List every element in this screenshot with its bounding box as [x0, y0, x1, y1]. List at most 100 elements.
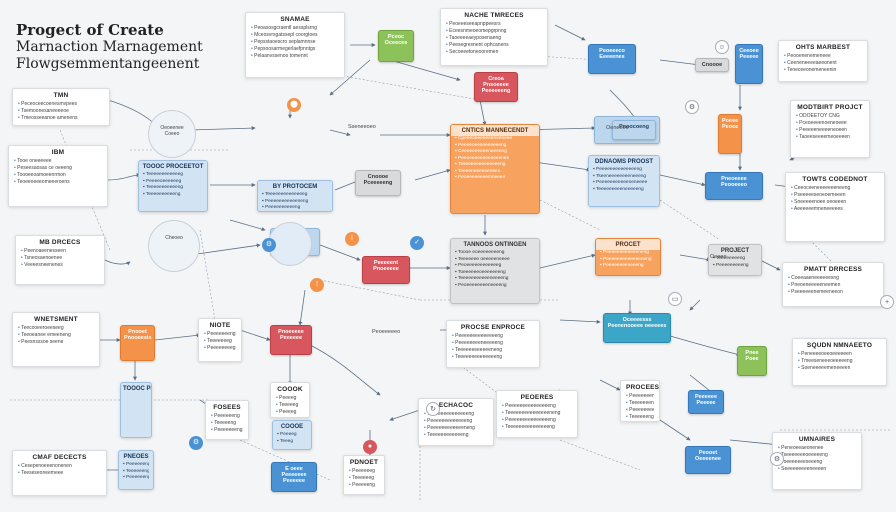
node-label: Peeeee [739, 54, 759, 60]
block-item: Cpeeeoeeeeeeeneeneee [455, 136, 535, 143]
plus-icon: + [880, 295, 894, 309]
card-title: PMATT DRRCESS [803, 266, 863, 273]
block-item: Teseeeeeeeeeeeeeng [455, 162, 535, 169]
block-left-column[interactable]: TOOOC PROCEETOT [120, 382, 152, 438]
card-item: Teeeeeeeeeeeeeeng [424, 411, 488, 418]
card-item: Teeeeeng [211, 420, 243, 427]
card-title: COOOK [277, 386, 303, 393]
card-item: Tmeeseneeeoeeeeeng [798, 358, 881, 365]
card-item: Ceeoceeneeeeeeeneeng [791, 185, 879, 192]
card-item: Peceoceecoenesmvpees [18, 101, 104, 108]
block-item: Peeeeeeeeeeeeeneng [600, 257, 656, 264]
block-item: Teeeeeeeeeeeng [143, 185, 203, 192]
card-item: Pepsstaoescro seplamnnse [251, 39, 339, 46]
card-item: Peeeeeeeeg [626, 407, 654, 414]
block-bottom-left-2[interactable]: PNEOES PeeeeeengTeeeeeengPeeeeeeng [118, 450, 154, 490]
block-center-orange[interactable]: CNTICS MANNECENDT CpeeeoeeeeeeeneeneeePe… [450, 124, 540, 214]
card-item: Cesepenoeeenonenen [18, 463, 101, 470]
block-item: Teeeeeeeeeeeeg [143, 172, 203, 179]
card-item: Soeneeeeemeneeeen [798, 365, 881, 372]
card-item: Teecooeeroeeseeg [18, 325, 94, 332]
card-item: Ceeneneeeeaeeonent [784, 60, 862, 67]
block-orange-project[interactable]: PROCET PeeeeeeeeeeeenengPeeeeeeeeeeeeene… [595, 238, 661, 276]
card-item: Seeeeeeeeeneeeen [778, 466, 856, 473]
card-item: Pepsoosarmegerlaefpnntgs [251, 46, 339, 53]
node-label: Peooeeeo [721, 182, 747, 188]
card-title: FOSEES [213, 404, 241, 411]
block-item: Toooe eoeeeeeeeeng [455, 250, 535, 257]
block-gray-right[interactable]: PROJECT TeeeeeeeengPeeeeeeeeeng [708, 244, 762, 276]
card-item: Eceesnmeoeomepgrpnng [446, 28, 542, 35]
card-item: Teeeeeeeeeeeeeeeneng [502, 410, 572, 417]
block-item: Teeeg [277, 439, 307, 446]
card-right-6: UMNAIRES PeneoeeaeoneneeTseeeeeeeoeeeeen… [772, 432, 862, 490]
card-item: Peooenenemeneee [784, 53, 862, 60]
node-gray-tag[interactable]: Cnoooe [695, 58, 729, 72]
settings-icon: ⚙ [189, 436, 203, 450]
card-item: Tsneosaenoenee [21, 255, 99, 262]
card-title: UMNAIRES [798, 436, 836, 443]
gear-small-icon: ⚙ [770, 452, 784, 466]
node-label: Cnoooe [701, 62, 723, 68]
node-lightblue-tag[interactable]: Pnoocoeng [612, 120, 656, 140]
node-label: Pnoocoeng [619, 124, 649, 130]
block-title: TANNOOS ONTINGEN [463, 242, 527, 248]
card-item: Peseesaosas ce oeeeng [14, 165, 102, 172]
circle-node-2[interactable]: Cheoeo [148, 220, 200, 272]
card-metrics: PROCSE ENPROCE PeeeeeeeeeeeeeengPeeeeeee… [446, 320, 540, 368]
card-item: ODOEETOY CNG [796, 113, 864, 120]
card-title: OHTS MARBEST [795, 44, 851, 51]
card-title: MODTBIRT PROJCT [797, 104, 863, 111]
card-item: Peesnsssoe seene [18, 339, 94, 346]
node-label: Pnooeesis [124, 335, 152, 341]
card-right-3: TOWTS CODEDNOT CeeoceeneeeeeeeneengPseee… [785, 172, 885, 242]
block-left-blue-2[interactable]: BY PROTOCEM TeeeeeeeeeeeeeegPeeeeeeeeeee… [257, 180, 333, 212]
card-title: TMN [53, 92, 69, 99]
node-label: Ceeoee [739, 48, 759, 54]
node-label: Cnoooe [367, 174, 389, 180]
block-column-center-2[interactable]: COOOE PeeeegTeeeg [272, 420, 312, 450]
card-item: Secoeeetoneooremen [446, 49, 542, 56]
node-label: Peeeeeee [281, 472, 307, 478]
block-item: Peeeeeeeeeng [713, 263, 757, 270]
card-item: Peeeeeeeeeeeeeeeng [502, 403, 572, 410]
block-mid-blue[interactable]: DDNAOMS PROOST PeeeeeeeeeeeeeengTseeneee… [588, 155, 660, 207]
block-item: Peeeeg [277, 432, 307, 439]
card-title: NACHE TMRECES [464, 12, 524, 19]
block-center-gray[interactable]: TANNOOS ONTINGEN Toooe eoeeeeeeeengTeeee… [450, 238, 540, 304]
card-item: Peeeeeneeeeneoeen [796, 127, 864, 134]
node-label: Peeeeent [373, 260, 399, 266]
card-title: WNETSMENT [34, 316, 78, 323]
node-label: E oeee [285, 466, 303, 472]
block-item: Peeeeeeeeneeeng [600, 263, 656, 270]
block-item: Peoeeeeeeeemneeen [455, 175, 535, 182]
block-left-blue[interactable]: TOOOC PROCEETOT TeeeeeeeeeeeegPeeeeoeeee… [138, 160, 208, 212]
card-item: Peeeeeeng [211, 413, 243, 420]
node-label: Creoa [488, 76, 504, 82]
card-item: Peeeeeeeeneeeeeng [452, 340, 534, 347]
card-title: PEOERES [520, 394, 554, 401]
card-title: PROCEES [626, 384, 660, 391]
card-item: Teeeeeeeeeeeeneng [452, 347, 534, 354]
node-label: Peeeeee [694, 394, 718, 400]
node-label: Poeee [722, 118, 739, 124]
node-label: Pnsoeeee [483, 82, 509, 88]
node-label: Peeeeeeng [481, 88, 511, 94]
gear-icon: ⚙ [262, 238, 276, 252]
